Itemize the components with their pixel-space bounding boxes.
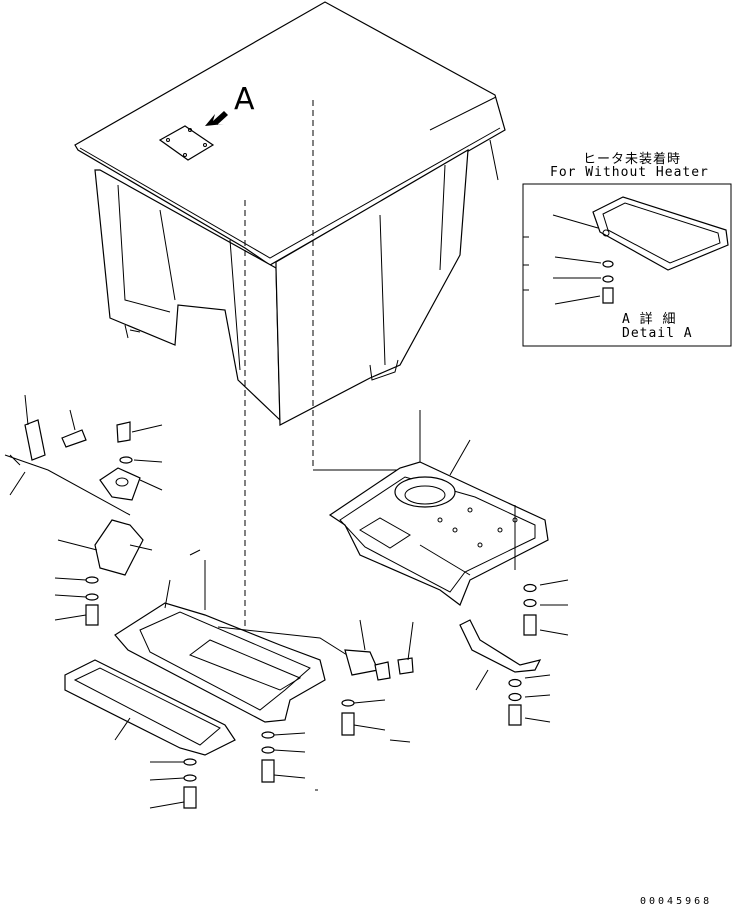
cab-assembly — [74, 1, 506, 426]
cab-left-wall — [94, 169, 281, 422]
cab-right-wall — [275, 148, 469, 426]
bottom-rail — [64, 659, 236, 809]
center-bracket — [261, 619, 414, 791]
drawing-number: 00045968 — [640, 896, 713, 907]
floor-plate — [328, 439, 549, 606]
detail-a-box — [522, 183, 732, 347]
detail-caption-en: Detail A — [622, 326, 693, 341]
view-arrow-icon — [205, 111, 228, 126]
right-bracket — [459, 579, 569, 726]
detail-title-en: For Without Heater — [550, 165, 709, 180]
detail-caption-jp: A 詳 細 — [622, 312, 677, 327]
floor-plate-opening — [394, 476, 456, 508]
view-label-a: A — [234, 82, 256, 117]
heater-cover-gasket — [592, 196, 729, 271]
roof-hatch — [158, 125, 215, 161]
detail-title-jp: ヒータ未装着時 — [583, 152, 682, 167]
center-panel — [114, 549, 356, 723]
linkage-parts — [4, 394, 163, 626]
